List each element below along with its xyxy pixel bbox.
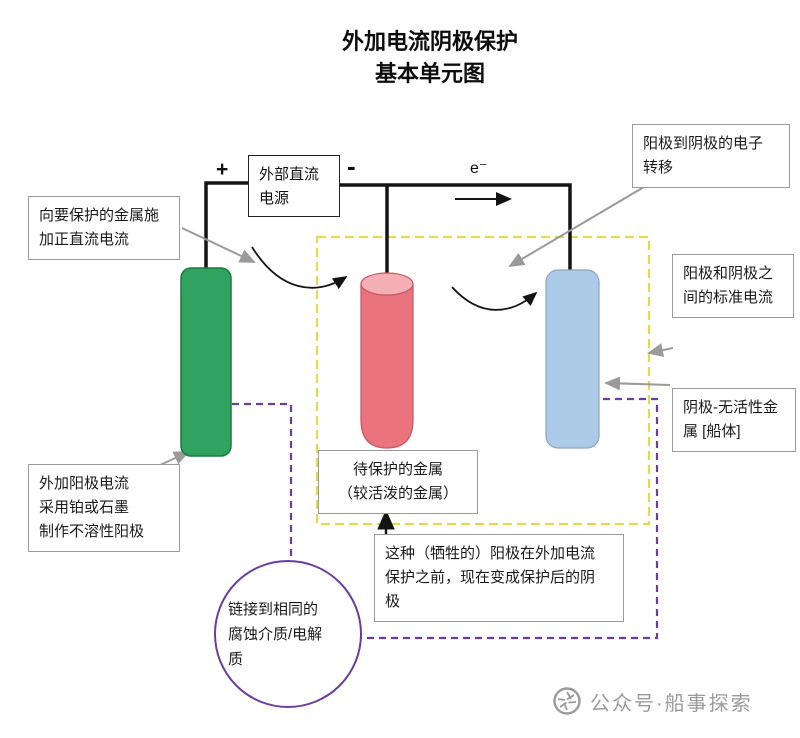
- electrolyte-circle: [214, 560, 362, 708]
- aperture-icon: [553, 687, 581, 715]
- watermark-text: 公众号·船事探索: [590, 692, 753, 715]
- electrolyte-connection-right: [361, 397, 659, 640]
- pointer-standard-current: [647, 343, 674, 357]
- dc-power-source-box: 外部直流 电源: [248, 155, 340, 217]
- cathode-electrode-blue: [545, 269, 600, 449]
- electron-symbol-label: e⁻: [470, 160, 488, 177]
- wire-positive: [204, 181, 249, 268]
- electrolyte-circle-label: 链接到相同的 腐蚀介质/电解 质: [228, 601, 323, 668]
- current-curve-arrow-left: [251, 246, 348, 290]
- annotation-electron-transfer: 阳极到阴极的电子 转移: [632, 124, 790, 188]
- electrolyte-connection-left: [232, 402, 293, 562]
- negative-terminal-label: -: [347, 151, 356, 181]
- diagram-title: 外加电流阴极保护 基本单元图: [341, 29, 518, 86]
- standard-cell-dashed-region: [315, 235, 651, 526]
- annotation-standard-current: 阳极和阴极之 间的标准电流: [672, 254, 794, 318]
- annotation-apply-current: 向要保护的金属施 加正直流电流: [28, 196, 180, 260]
- wire-negative: [340, 183, 572, 271]
- protected-metal-electrode-body: [360, 283, 414, 449]
- watermark: 公众号·船事探索: [552, 686, 753, 716]
- pointer-cathode-metal: [604, 376, 671, 391]
- annotation-protected-metal: 待保护的金属 （较活泼的金属）: [318, 450, 478, 514]
- annotation-cathode-metal: 阴极-无活性金 属 [船体]: [672, 388, 796, 452]
- pointer-apply-current: [181, 227, 256, 263]
- current-curve-arrow-right: [451, 286, 538, 311]
- annotation-sacrificial-note: 这种（牺牲的）阳极在外加电流 保护之前，现在变成保护后的阴 极: [374, 534, 624, 622]
- anode-electrode-green: [180, 267, 232, 457]
- positive-terminal-label: +: [216, 158, 229, 181]
- pointer-electron-transfer: [508, 186, 645, 268]
- annotation-anode-material: 外加阳极电流 采用铂或石墨 制作不溶性阳极: [28, 464, 180, 552]
- protected-metal-electrode-top: [360, 272, 414, 296]
